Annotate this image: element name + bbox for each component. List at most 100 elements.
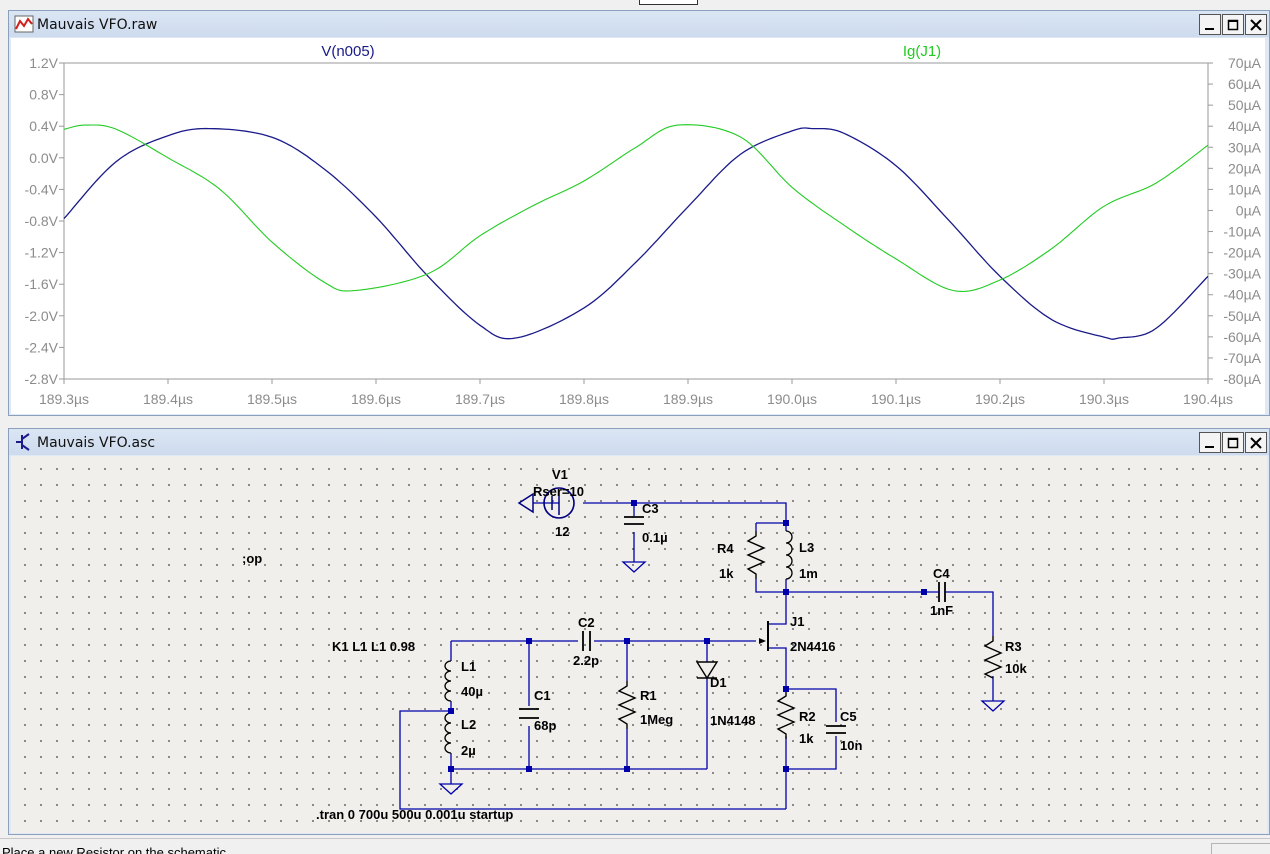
status-bar: Place a new Resistor on the schematic bbox=[0, 838, 1270, 854]
trace-right-label[interactable]: Ig(J1) bbox=[903, 43, 941, 60]
v1-label: V1 bbox=[552, 467, 568, 482]
resistor-r2[interactable] bbox=[776, 689, 796, 739]
l2-value: 2µ bbox=[461, 743, 476, 758]
x-tick-label: 189.8µs bbox=[559, 391, 609, 407]
diode-d1[interactable] bbox=[695, 661, 719, 680]
c3-label: C3 bbox=[642, 501, 659, 516]
y-right-tick-label: 20µA bbox=[1228, 160, 1262, 176]
x-tick-label: 189.9µs bbox=[663, 391, 713, 407]
y-left-tick-label: 0.0V bbox=[29, 150, 58, 166]
c4-value: 1nF bbox=[930, 603, 953, 618]
x-tick-label: 190.1µs bbox=[871, 391, 921, 407]
schematic-window: Mauvais VFO.asc bbox=[8, 428, 1270, 835]
ground-icon bbox=[621, 561, 647, 573]
y-left-tick-label: 0.8V bbox=[29, 87, 58, 103]
r3-label: R3 bbox=[1005, 639, 1022, 654]
d1-value: 1N4148 bbox=[710, 713, 756, 728]
tran-directive[interactable]: .tran 0 700u 500u 0.001u startup bbox=[316, 807, 513, 822]
l3-value: 1m bbox=[799, 566, 818, 581]
y-left-tick-label: 1.2V bbox=[29, 55, 58, 71]
y-right-tick-label: 60µA bbox=[1228, 76, 1262, 92]
close-button[interactable] bbox=[1245, 14, 1267, 35]
y-right-tick-label: -10µA bbox=[1223, 224, 1261, 240]
voltage-source-v1[interactable] bbox=[517, 487, 575, 519]
x-tick-label: 189.7µs bbox=[455, 391, 505, 407]
maximize-icon bbox=[1227, 19, 1239, 30]
maximize-icon bbox=[1227, 437, 1239, 448]
minimize-icon bbox=[1205, 445, 1214, 448]
y-right-tick-label: 50µA bbox=[1228, 97, 1262, 113]
resistor-r3[interactable] bbox=[983, 636, 1003, 679]
capacitor-c3[interactable] bbox=[624, 516, 644, 525]
c5-value: 10n bbox=[840, 738, 862, 753]
c1-label: C1 bbox=[534, 688, 551, 703]
waveform-titlebar[interactable]: Mauvais VFO.raw bbox=[9, 11, 1269, 37]
minimize-button[interactable] bbox=[1199, 432, 1221, 453]
ground-icon bbox=[980, 700, 1006, 712]
schematic-window-title: Mauvais VFO.asc bbox=[37, 435, 156, 451]
l2-label: L2 bbox=[461, 717, 476, 732]
l3-label: L3 bbox=[799, 540, 814, 555]
capacitor-c5[interactable] bbox=[826, 725, 846, 734]
x-tick-label: 189.3µs bbox=[39, 391, 89, 407]
l1-value: 40µ bbox=[461, 684, 483, 699]
resistor-r4[interactable] bbox=[746, 531, 766, 579]
schematic-titlebar[interactable]: Mauvais VFO.asc bbox=[9, 429, 1269, 455]
r3-value: 10k bbox=[1005, 661, 1027, 676]
inductor-l3[interactable] bbox=[785, 530, 793, 580]
capacitor-c4[interactable] bbox=[938, 582, 946, 602]
y-right-tick-label: -30µA bbox=[1223, 266, 1261, 282]
c3-value: 0.1µ bbox=[642, 530, 668, 545]
close-button[interactable] bbox=[1245, 432, 1267, 453]
schematic-drawing[interactable]: V1 Rser=10 12 C3 0.1µ R4 1k L3 1m C4 1nF… bbox=[11, 456, 1267, 833]
x-tick-label: 190.0µs bbox=[767, 391, 817, 407]
x-tick-label: 189.4µs bbox=[143, 391, 193, 407]
resistor-r1[interactable] bbox=[617, 681, 637, 729]
c5-label: C5 bbox=[840, 709, 857, 724]
inductor-l2[interactable] bbox=[444, 712, 452, 754]
tooltip-tab bbox=[639, 0, 698, 5]
coupling-directive: K1 L1 L1 0.98 bbox=[332, 639, 415, 654]
r1-label: R1 bbox=[640, 688, 657, 703]
schematic-canvas[interactable]: V1 Rser=10 12 C3 0.1µ R4 1k L3 1m C4 1nF… bbox=[11, 456, 1267, 833]
y-left-tick-label: -2.4V bbox=[25, 339, 59, 355]
minimize-icon bbox=[1205, 27, 1214, 30]
y-left-tick-label: -0.8V bbox=[25, 213, 59, 229]
y-left-tick-label: 0.4V bbox=[29, 118, 58, 134]
capacitor-c2[interactable] bbox=[582, 631, 591, 651]
y-right-tick-label: 70µA bbox=[1228, 55, 1262, 71]
trace-left-label[interactable]: V(n005) bbox=[321, 43, 374, 60]
capacitor-c1[interactable] bbox=[519, 708, 539, 719]
y-right-axis: 70µA60µA50µA40µA30µA20µA10µA0µA-10µA-20µ… bbox=[1208, 55, 1262, 387]
v1-param: Rser=10 bbox=[533, 484, 584, 499]
y-left-tick-label: -1.2V bbox=[25, 245, 59, 261]
r4-value: 1k bbox=[719, 566, 734, 581]
inductor-l1[interactable] bbox=[444, 660, 452, 702]
c1-value: 68p bbox=[534, 718, 556, 733]
j1-value: 2N4416 bbox=[790, 639, 836, 654]
y-right-tick-label: -40µA bbox=[1223, 287, 1261, 303]
maximize-button[interactable] bbox=[1222, 14, 1244, 35]
status-panel bbox=[1211, 843, 1270, 854]
status-text: Place a new Resistor on the schematic bbox=[2, 845, 226, 854]
x-tick-label: 190.4µs bbox=[1183, 391, 1233, 407]
y-left-tick-label: -2.0V bbox=[25, 308, 59, 324]
waveform-plot[interactable]: 1.2V0.8V0.4V0.0V-0.4V-0.8V-1.2V-1.6V-2.0… bbox=[11, 38, 1265, 414]
minimize-button[interactable] bbox=[1199, 14, 1221, 35]
j1-label: J1 bbox=[790, 614, 804, 629]
y-left-tick-label: -0.4V bbox=[25, 181, 59, 197]
y-right-tick-label: 30µA bbox=[1228, 139, 1262, 155]
r4-label: R4 bbox=[717, 541, 734, 556]
r1-value: 1Meg bbox=[640, 712, 673, 727]
junctions bbox=[448, 500, 927, 772]
d1-label: D1 bbox=[710, 675, 727, 690]
x-tick-label: 190.2µs bbox=[975, 391, 1025, 407]
op-directive[interactable]: ;op bbox=[242, 551, 262, 566]
y-right-tick-label: 40µA bbox=[1228, 118, 1262, 134]
x-tick-label: 190.3µs bbox=[1079, 391, 1129, 407]
jfet-j1[interactable] bbox=[759, 621, 769, 651]
maximize-button[interactable] bbox=[1222, 432, 1244, 453]
transistor-icon bbox=[14, 433, 34, 456]
